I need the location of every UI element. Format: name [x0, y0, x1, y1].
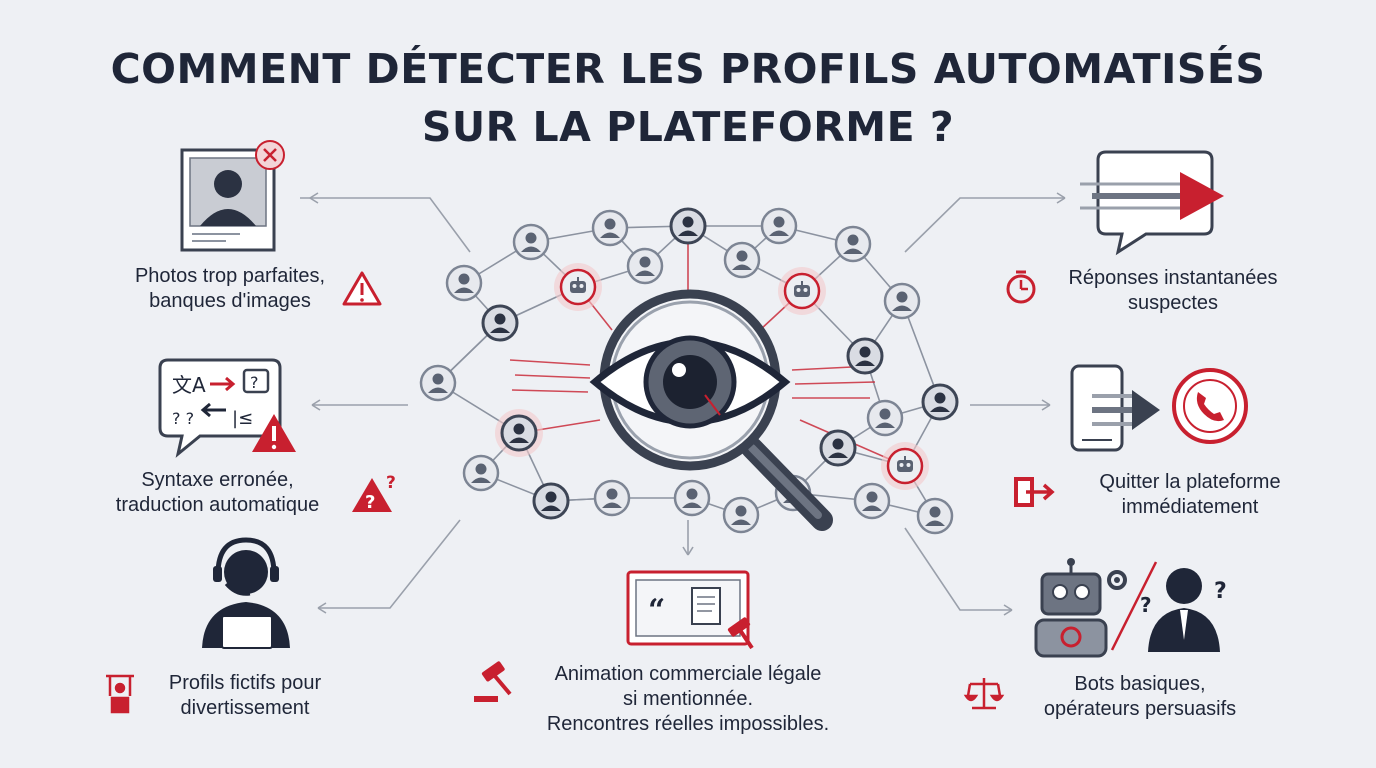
- warning-triangle-icon: [342, 271, 382, 306]
- page-title: COMMENT DÉTECTER LES PROFILS AUTOMATISÉS…: [0, 40, 1376, 156]
- label-line: suspectes: [1127, 292, 1219, 314]
- label-line: Animation commerciale légale: [554, 663, 822, 685]
- label-bots-operators: Bots basiques, opérateurs persuasifs: [1005, 672, 1275, 722]
- svg-text:?: ?: [386, 473, 396, 493]
- robot-vs-operator-icon: ? ?: [1034, 558, 1227, 658]
- label-stock-photos: Photos trop parfaites, banques d'images: [100, 264, 360, 314]
- label-line: banques d'images: [149, 290, 311, 312]
- question-warning-icon: ? ?: [352, 473, 396, 513]
- label-legal-animation: Animation commerciale légale si mentionn…: [500, 662, 876, 737]
- bot-node: [776, 265, 828, 317]
- label-line: Photos trop parfaites,: [134, 265, 326, 287]
- exit-door-icon: [1014, 477, 1055, 507]
- stock-photo-icon: [180, 140, 285, 252]
- phone-exit-icon: [1070, 364, 1248, 452]
- translation-bubble-icon: 文A ? ? ? |≤: [158, 358, 296, 458]
- label-instant-replies: Réponses instantanées suspectes: [1038, 266, 1308, 316]
- bot-node: [879, 440, 931, 492]
- scales-icon: [963, 678, 1005, 710]
- bot-node: [552, 261, 604, 313]
- magnifier-eye-icon: [589, 289, 833, 531]
- label-line: opérateurs persuasifs: [1043, 698, 1237, 720]
- label-line: immédiatement: [1121, 496, 1259, 518]
- connector-arrows: [300, 192, 1066, 616]
- svg-text:“: “: [648, 593, 665, 628]
- legal-notice-icon: “: [626, 570, 754, 650]
- profile-network: [419, 207, 959, 535]
- label-line: Quitter la plateforme: [1099, 471, 1281, 493]
- label-line: divertissement: [180, 697, 310, 719]
- svg-text:? ?: ? ?: [172, 409, 194, 428]
- svg-text:?: ?: [1140, 593, 1152, 617]
- fast-message-icon: [1080, 150, 1224, 256]
- title-line-1: COMMENT DÉTECTER LES PROFILS AUTOMATISÉS: [110, 45, 1266, 93]
- label-leave-platform: Quitter la plateforme immédiatement: [1055, 470, 1325, 520]
- headset-operator-icon: [202, 537, 290, 649]
- label-line: Réponses instantanées: [1068, 267, 1278, 289]
- label-line: Rencontres réelles impossibles.: [546, 713, 830, 735]
- svg-text:?: ?: [250, 373, 259, 392]
- svg-text:|≤: |≤: [232, 408, 253, 429]
- title-line-2: SUR LA PLATEFORME ?: [421, 103, 955, 151]
- stopwatch-icon: [1006, 270, 1036, 304]
- label-fictional-profiles: Profils fictifs pour divertissement: [140, 671, 350, 721]
- label-line: Profils fictifs pour: [168, 672, 322, 694]
- label-line: Bots basiques,: [1074, 673, 1206, 695]
- label-line: traduction automatique: [115, 494, 320, 516]
- svg-text:文A: 文A: [172, 373, 206, 397]
- puppet-icon: [106, 674, 134, 714]
- label-line: si mentionnée.: [622, 688, 754, 710]
- gavel-icon: [474, 661, 512, 702]
- svg-text:?: ?: [365, 492, 375, 513]
- label-line: Syntaxe erronée,: [141, 469, 294, 491]
- svg-text:?: ?: [1214, 579, 1227, 604]
- label-syntax-translation: Syntaxe erronée, traduction automatique: [80, 468, 355, 518]
